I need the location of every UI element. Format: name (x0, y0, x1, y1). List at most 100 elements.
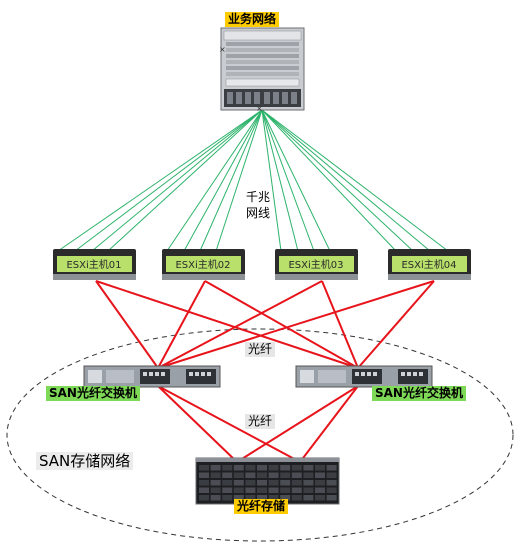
disk-slot (245, 487, 256, 493)
disk-slot (222, 487, 233, 493)
disk-slot (199, 495, 209, 501)
fiber-cable (157, 385, 301, 463)
esxi-host-02: ESXi主机02 (162, 249, 245, 280)
gigabit-ethernet-links (57, 109, 449, 252)
disk-slot (315, 495, 325, 501)
esxi-host-04: ESXi主机04 (388, 249, 471, 280)
ethernet-cable (183, 109, 263, 252)
san-switch-left (83, 365, 221, 388)
fiber-label-upper: 光纤 (245, 342, 276, 357)
disk-slot (222, 472, 233, 478)
disk-slot (315, 480, 325, 486)
disk-slot (315, 465, 325, 471)
fiber-channel-links (95, 280, 435, 463)
disk-slot (210, 495, 221, 501)
host-label: ESXi主机04 (401, 258, 456, 271)
fiber-cable (321, 280, 359, 369)
disk-slot (315, 487, 325, 493)
disk-slot (268, 472, 279, 478)
disk-slot (233, 472, 244, 478)
fiber-cable (95, 280, 159, 369)
disk-slot (326, 487, 337, 493)
ethernet-cable (261, 109, 331, 252)
disk-slot (326, 472, 337, 478)
disk-slot (291, 472, 302, 478)
ethernet-cable (166, 109, 263, 252)
san-switch-left-label: SAN光纤交换机 (46, 386, 140, 401)
disk-slot (233, 480, 244, 486)
fiber-cable (157, 280, 323, 369)
disk-slot (303, 480, 314, 486)
disk-slot (245, 480, 256, 486)
disk-slot (280, 472, 291, 478)
disk-slot (291, 480, 302, 486)
disk-slot (199, 487, 209, 493)
ethernet-cable (261, 109, 315, 252)
fiber-cable (157, 280, 435, 369)
disk-slot (245, 495, 256, 501)
disk-slot (291, 487, 302, 493)
disk-slot (326, 465, 337, 471)
disk-slot (222, 480, 233, 486)
disk-slot (303, 487, 314, 493)
disk-slot (280, 487, 291, 493)
disk-slot (210, 465, 221, 471)
disk-slot (268, 487, 279, 493)
disk-slot (222, 465, 233, 471)
san-switch-right-label: SAN光纤交换机 (372, 386, 466, 401)
ethernet-cable (74, 109, 263, 252)
san-storage-network-label: SAN存储网络 (36, 452, 134, 470)
disk-slot (257, 465, 267, 471)
disk-slot (315, 472, 325, 478)
fiber-cable (157, 280, 206, 369)
fiber-storage-label: 光纤存储 (234, 499, 289, 514)
disk-slot (245, 472, 256, 478)
fiber-cable (204, 280, 359, 369)
svg-text:×: × (219, 45, 226, 54)
disk-slot (326, 480, 337, 486)
disk-slot (280, 480, 291, 486)
disk-slot (199, 472, 209, 478)
ethernet-cable (261, 109, 431, 252)
disk-slot (222, 495, 233, 501)
disk-slot (257, 472, 267, 478)
ethernet-cable (57, 109, 263, 252)
fiber-storage-array (195, 457, 340, 505)
gigabit-cable-label-line2: 网线 (244, 206, 272, 221)
disk-slot (326, 495, 337, 501)
disk-slot (268, 495, 279, 501)
svg-text:×: × (256, 104, 263, 113)
disk-slot (199, 480, 209, 486)
fiber-cable (95, 280, 359, 369)
esxi-host-03: ESXi主机03 (275, 249, 358, 280)
core-switch-chassis: × × (219, 27, 305, 113)
ethernet-cable (261, 109, 397, 252)
disk-slot (233, 487, 244, 493)
disk-slot (233, 495, 244, 501)
host-label: ESXi主机03 (288, 258, 343, 271)
ethernet-cable (91, 109, 263, 252)
disk-slot (210, 472, 221, 478)
ethernet-cable (215, 109, 263, 252)
disk-slot (291, 495, 302, 501)
disk-slot (233, 465, 244, 471)
disk-slot (245, 465, 256, 471)
ethernet-cable (261, 109, 414, 252)
ethernet-cable (261, 109, 449, 252)
disk-slot (210, 487, 221, 493)
disk-slot (210, 480, 221, 486)
disk-slot (280, 495, 291, 501)
fiber-cable (357, 280, 435, 369)
ethernet-cable (107, 109, 263, 252)
ethernet-cable (261, 109, 282, 252)
disk-slot (268, 465, 279, 471)
esxi-host-01: ESXi主机01 (53, 249, 136, 280)
fiber-cable (299, 385, 359, 463)
host-label: ESXi主机01 (66, 258, 121, 271)
disk-slot (303, 495, 314, 501)
host-label: ESXi主机02 (175, 258, 230, 271)
ethernet-cable (261, 109, 299, 252)
ethernet-cable (199, 109, 263, 252)
disk-slot (280, 465, 291, 471)
